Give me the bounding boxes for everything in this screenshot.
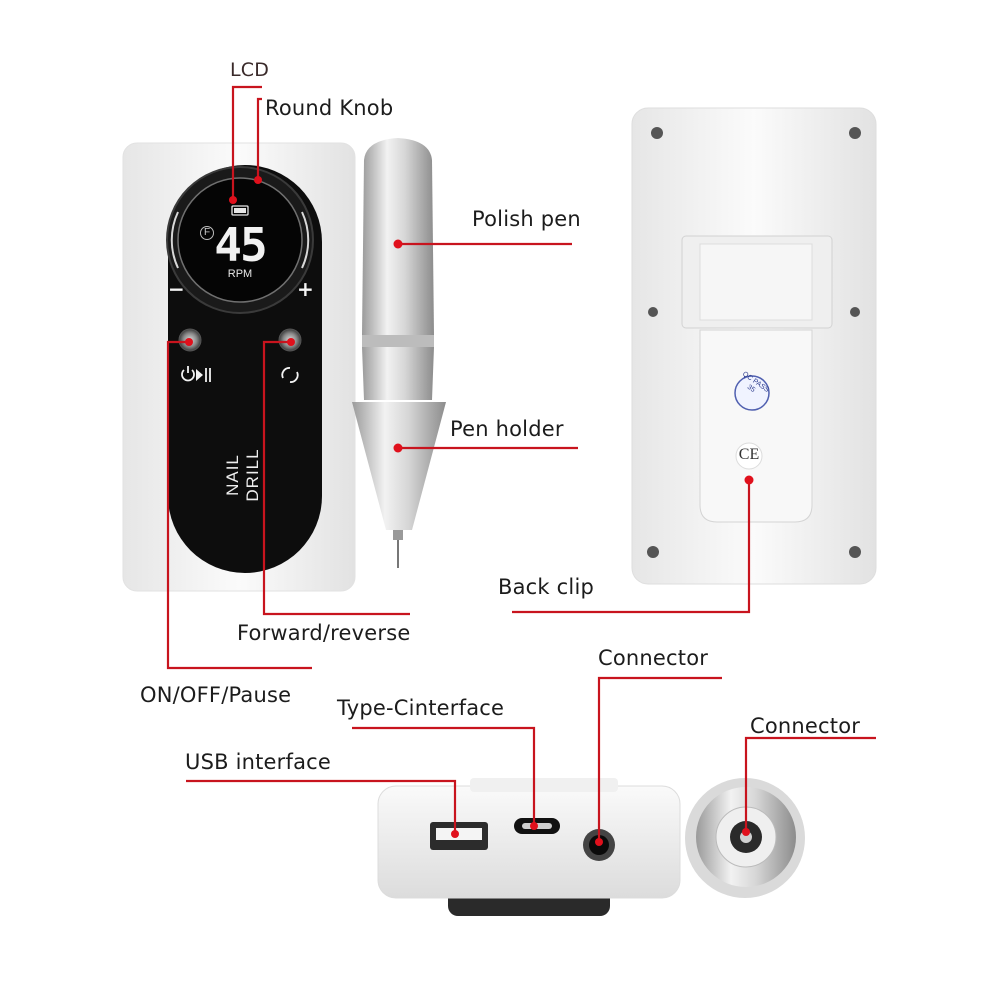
leader-forward-reverse [262, 340, 410, 616]
label-on-off-pause: ON/OFF/Pause [140, 683, 292, 707]
rotate-icon [281, 367, 299, 383]
power-pause-icon [181, 366, 211, 382]
label-lcd: LCD [230, 59, 270, 81]
leader-connector-side [744, 736, 876, 832]
brand-label: NAIL DRILL [223, 448, 262, 502]
leader-dots [185, 176, 754, 846]
label-connector-top: Connector [598, 646, 709, 670]
label-back-clip: Back clip [498, 575, 595, 599]
leader-type-c [352, 726, 536, 826]
leader-lcd [231, 85, 262, 200]
leader-back-clip [512, 480, 751, 614]
label-round-knob: Round Knob [265, 96, 394, 120]
ce-mark: CE [738, 446, 760, 463]
label-forward-reverse: Forward/reverse [237, 621, 411, 645]
speed-minus-mark: − [168, 277, 185, 301]
leader-lines [166, 85, 876, 842]
lcd-mode-indicator: F [200, 226, 214, 240]
polish-pen [352, 138, 446, 568]
leader-on-off [166, 340, 312, 670]
front-device [122, 142, 356, 592]
label-usb-interface: USB interface [185, 750, 332, 774]
label-type-c-interface: Type-Cinterface [337, 696, 505, 720]
label-connector-side: Connector [750, 714, 861, 738]
leader-connector-top [597, 676, 722, 842]
bottom-device [377, 778, 681, 916]
lcd-speed-unit: RPM [227, 268, 253, 280]
leader-round-knob [256, 97, 262, 180]
lcd-speed-value: 45 [214, 218, 267, 272]
leader-usb [186, 779, 457, 834]
back-device [631, 107, 877, 585]
label-pen-holder: Pen holder [450, 417, 564, 441]
speed-plus-mark: + [297, 277, 314, 301]
connector-plug [685, 778, 805, 898]
label-polish-pen: Polish pen [472, 207, 581, 231]
